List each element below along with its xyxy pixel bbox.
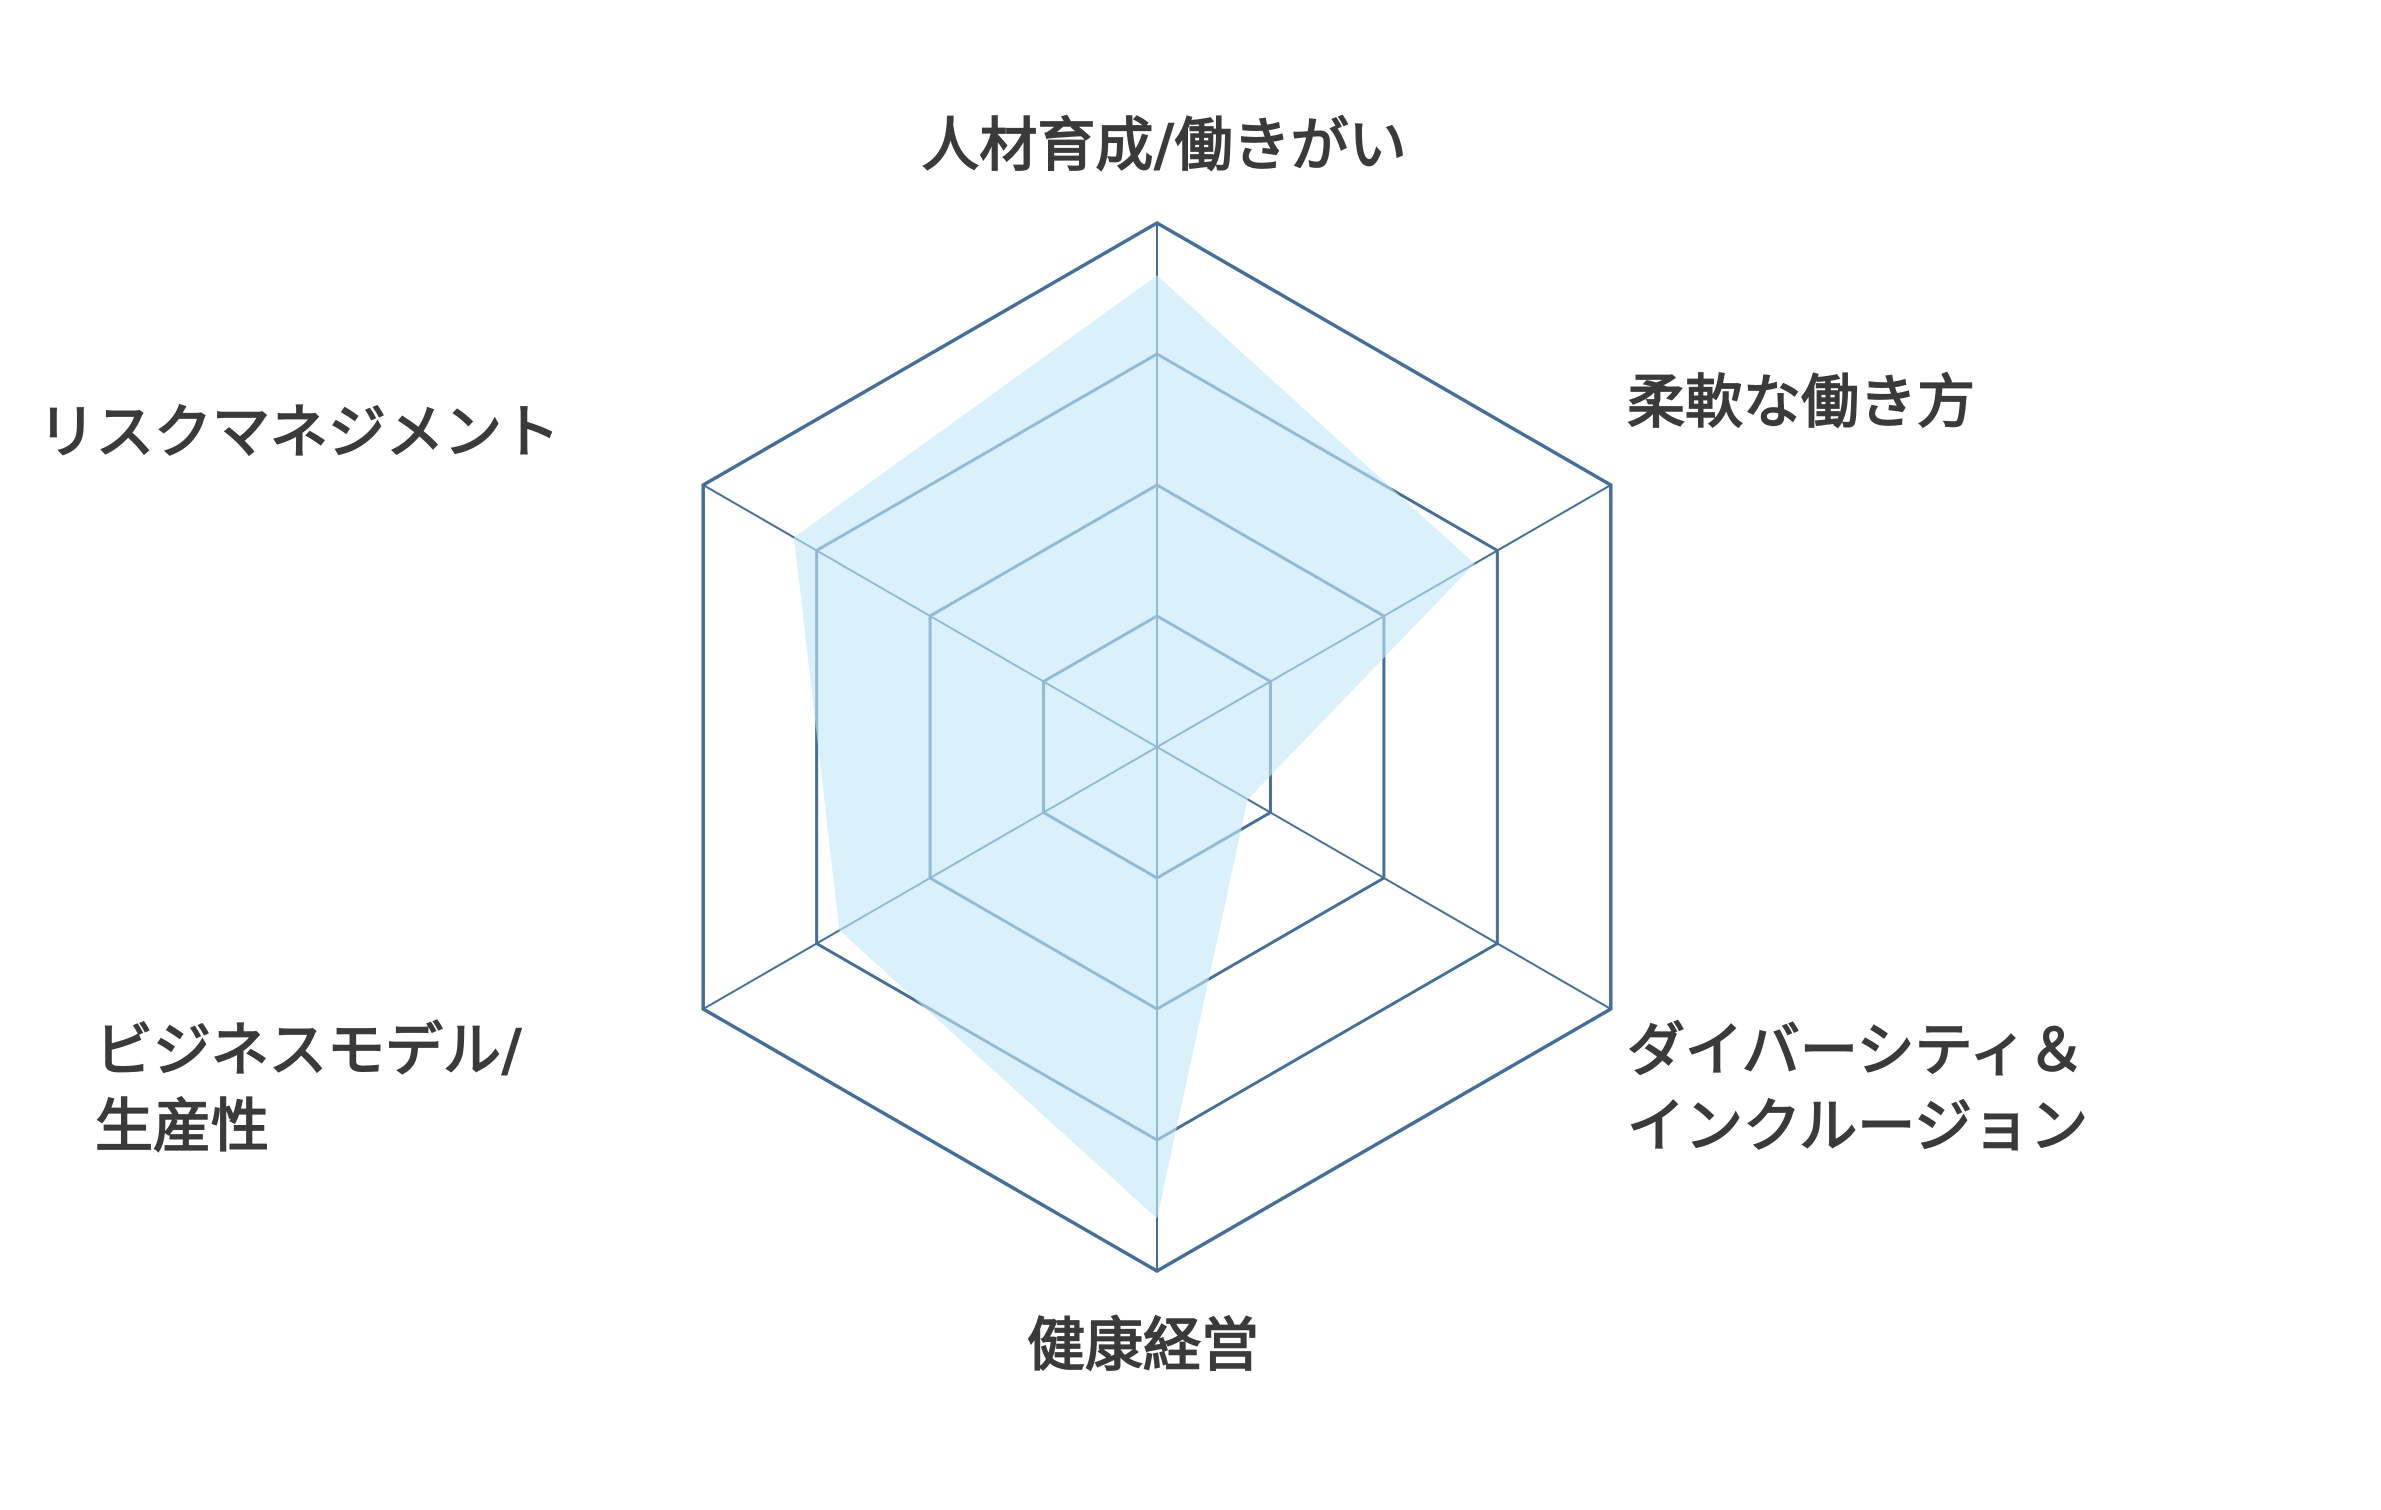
axis-label-line: 健康経営 xyxy=(1026,1311,1260,1379)
axis-label-hr-development: 人材育成/働きがい xyxy=(921,107,1406,183)
axis-label-line: 生産性 xyxy=(95,1092,270,1160)
axis-label-health-management: 健康経営 xyxy=(1027,1307,1259,1383)
axis-label-line: ビジネスモデル/ xyxy=(95,1016,523,1084)
axis-label-flexible-work: 柔軟な働き方 xyxy=(1627,364,1975,440)
series-area-0 xyxy=(793,275,1475,1219)
axis-label-business-model: ビジネスモデル/生産性 xyxy=(95,1012,522,1164)
axis-label-line: ダイバーシティ＆ xyxy=(1627,1016,2086,1084)
axis-label-line: インクルージョン xyxy=(1627,1092,2089,1160)
axis-label-line: 柔軟な働き方 xyxy=(1627,368,1976,436)
axis-label-diversity-inclusion: ダイバーシティ＆ インクルージョン xyxy=(1627,1012,2088,1164)
axis-label-line: 人材育成/働きがい xyxy=(921,111,1407,179)
axis-label-risk-management: リスクマネジメント xyxy=(38,394,560,470)
axis-label-line: リスクマネジメント xyxy=(38,398,561,466)
